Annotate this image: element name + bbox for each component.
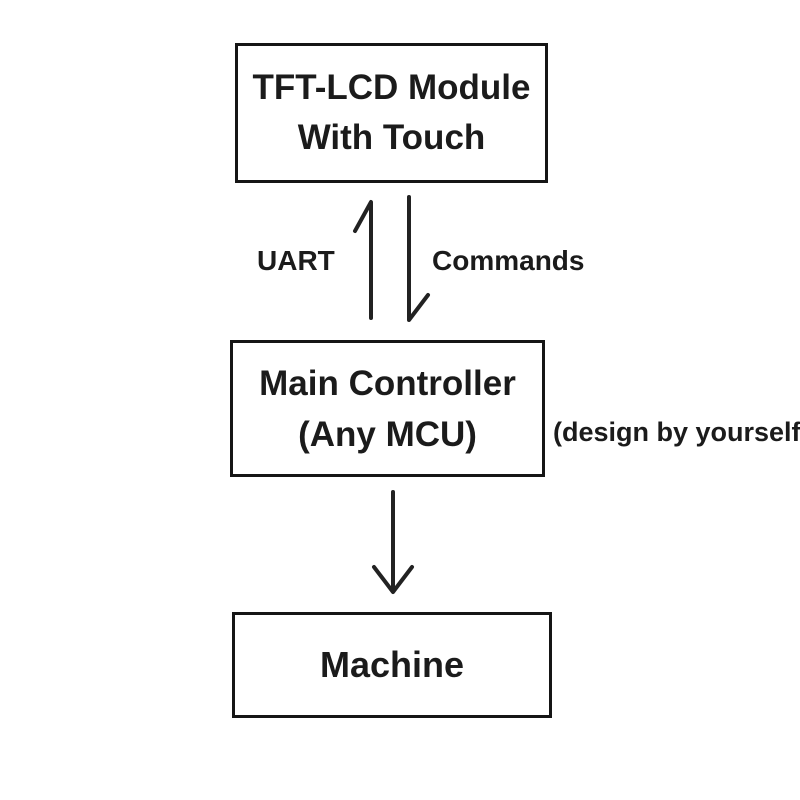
tft-lcd-module-label-line1: TFT-LCD Module: [252, 68, 531, 107]
tft-lcd-module-box: TFT-LCD Module With Touch: [235, 43, 548, 183]
commands-down-arrow-icon: [407, 195, 430, 322]
main-controller-label-line1: Main Controller: [259, 363, 516, 403]
controller-to-machine-arrowhead-icon: [372, 565, 414, 594]
uart-edge-label: UART: [257, 245, 335, 276]
uart-up-arrow-icon: [353, 200, 373, 320]
machine-label: Machine: [319, 644, 465, 685]
commands-edge-label: Commands: [432, 245, 585, 276]
main-controller-box: Main Controller (Any MCU): [230, 340, 545, 477]
design-by-yourself-note: (design by yourself): [553, 417, 800, 447]
tft-lcd-module-label-line2: With Touch: [297, 118, 486, 157]
main-controller-label-line2: (Any MCU): [298, 414, 477, 454]
machine-box: Machine: [232, 612, 552, 718]
